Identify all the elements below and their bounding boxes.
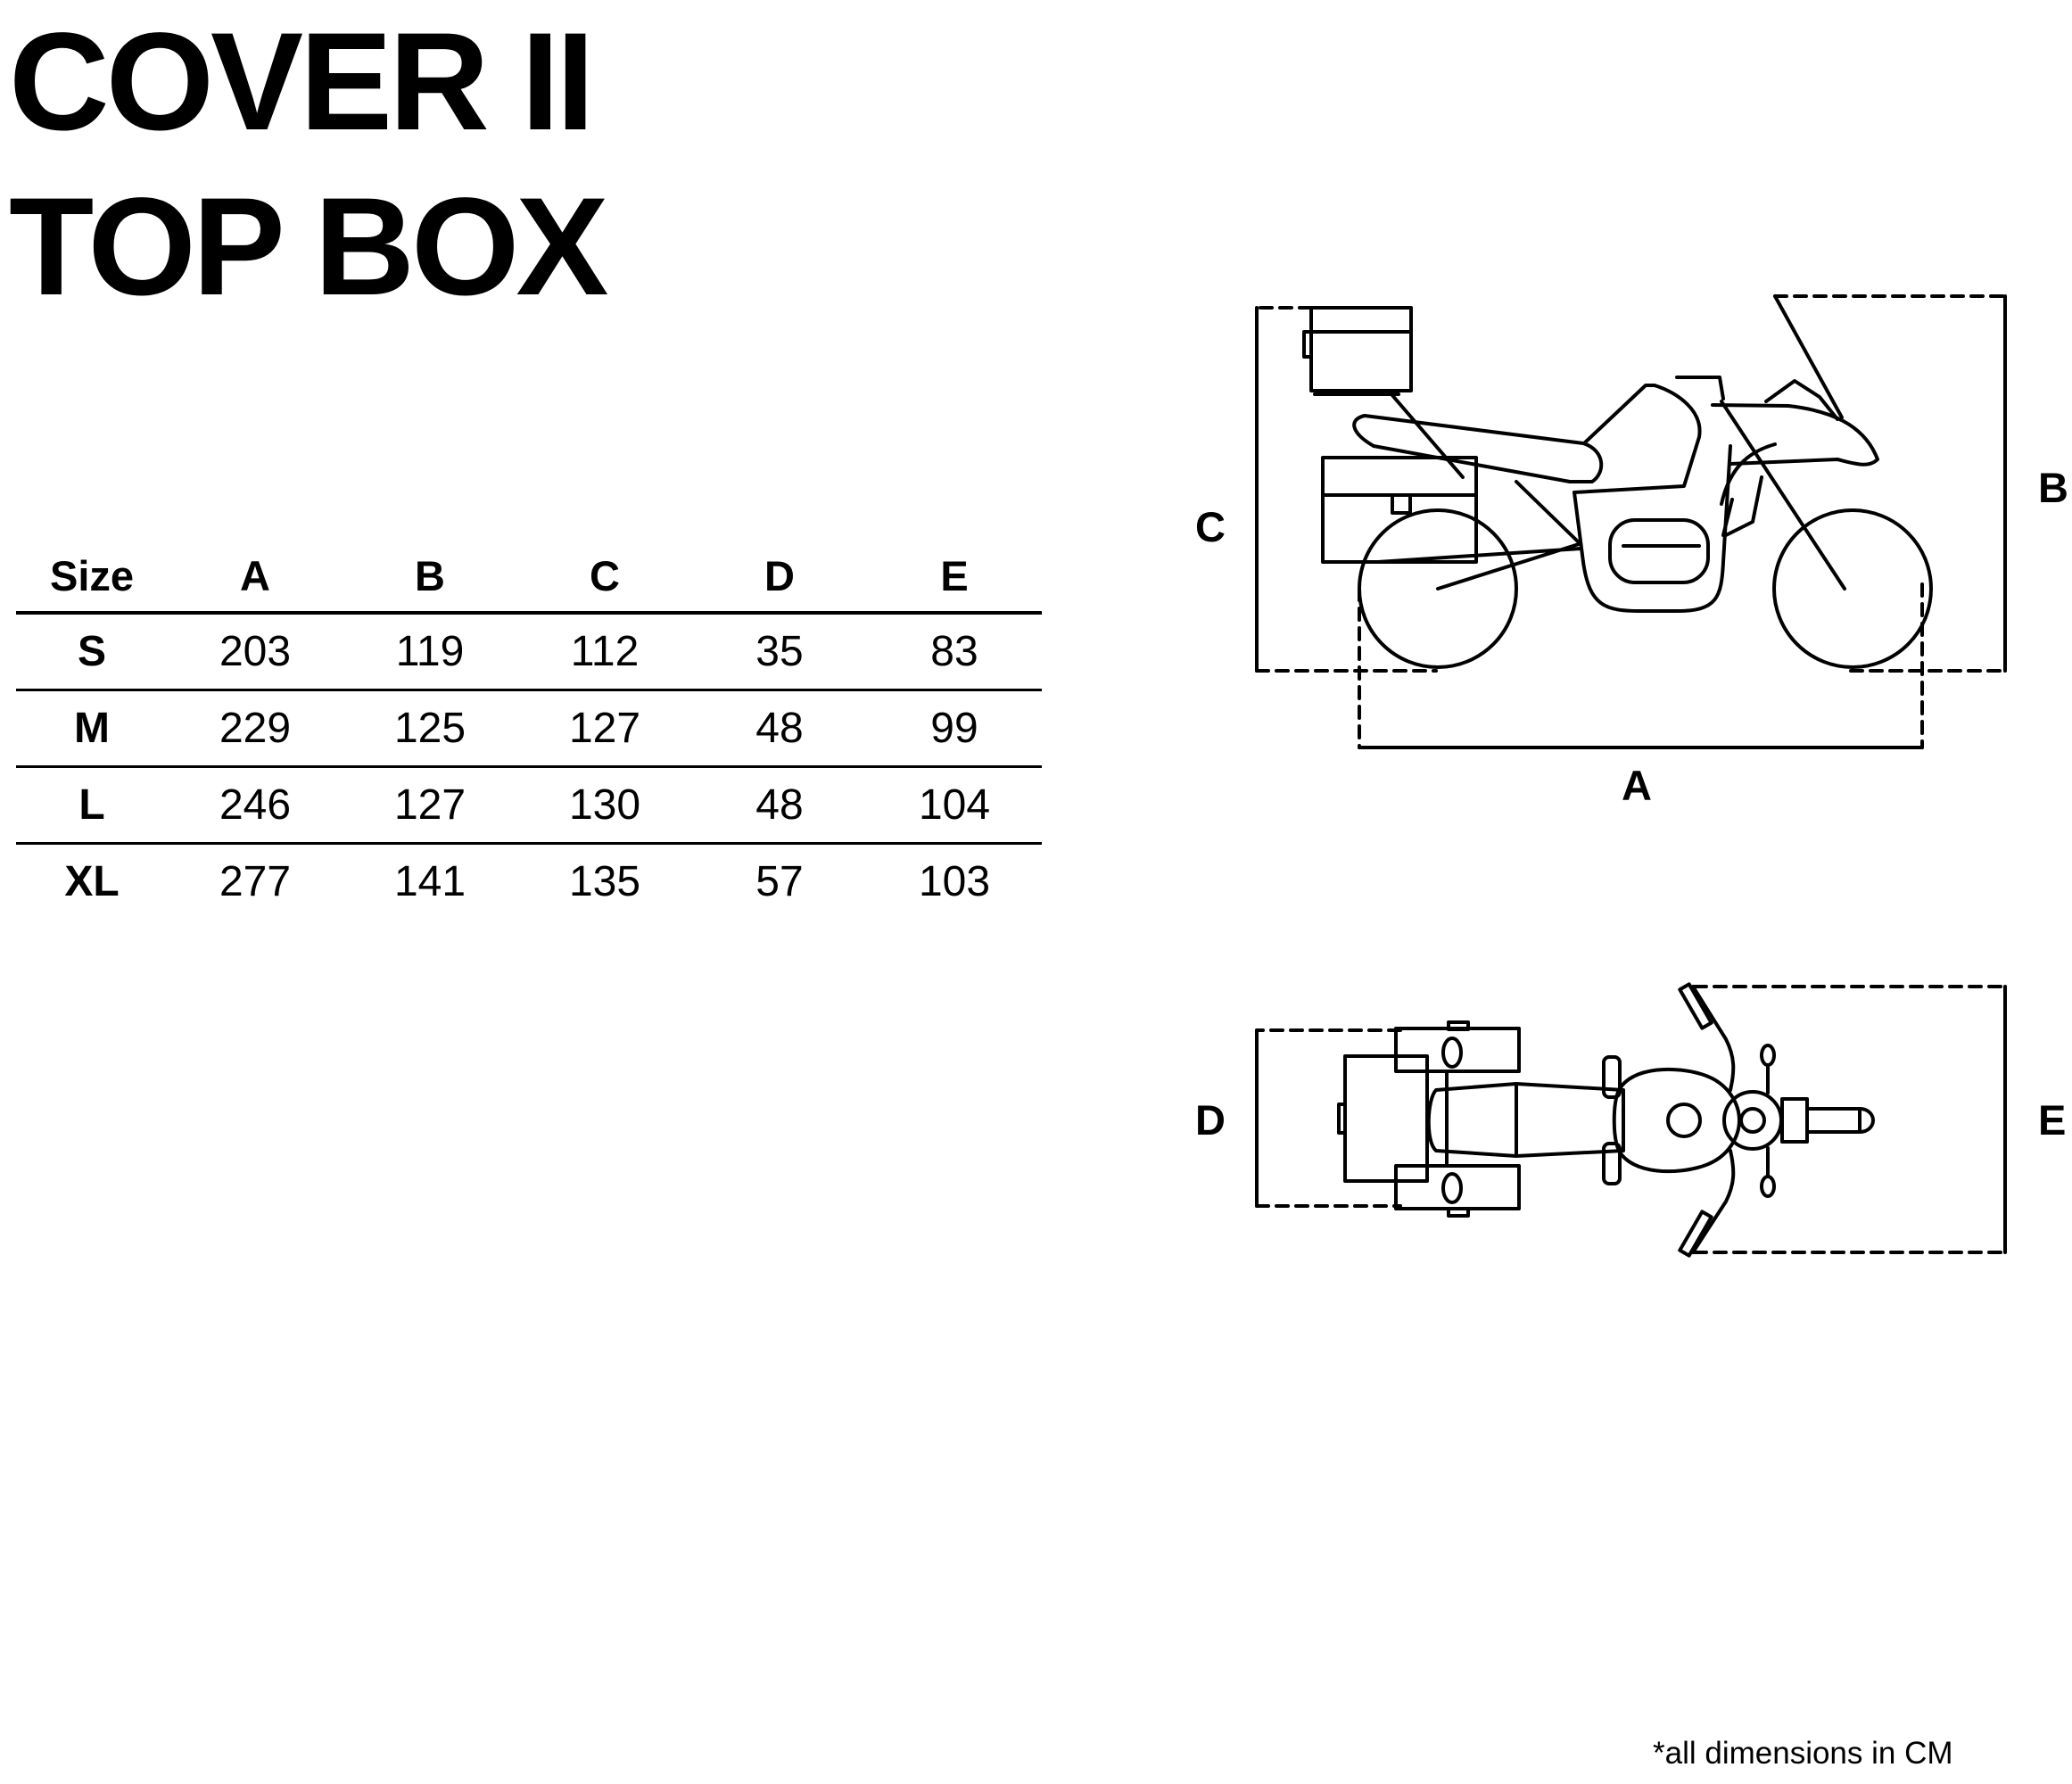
dimensions-footnote: *all dimensions in CM (1653, 1736, 1953, 1771)
label-c: C (1195, 503, 1226, 550)
dimension-a-frame (1358, 582, 1924, 749)
table-cell: 99 (867, 690, 1042, 768)
row-size: L (16, 766, 168, 845)
table-header-row: Size A B C D E (16, 540, 1042, 615)
header-c: C (517, 540, 692, 615)
front-fender-icon (1711, 403, 1879, 467)
table-cell: 229 (168, 690, 343, 768)
table-cell: 135 (568, 858, 641, 905)
label-d: D (1195, 1096, 1226, 1144)
table-row: S 203 119 112 35 83 (16, 613, 1042, 691)
table-row: L 246 127 130 48 104 (16, 766, 1042, 845)
table-cell: 104 (867, 766, 1042, 845)
table-cell: 203 (168, 613, 343, 691)
pannier-icon (1321, 456, 1478, 564)
rear-wheel-icon (1358, 508, 1518, 669)
dimension-d-frame (1255, 1028, 1402, 1208)
header-e: E (867, 540, 1042, 615)
top-box-top-icon (1343, 1054, 1429, 1183)
headlight-icon (1722, 1090, 1783, 1151)
header-size: Size (16, 540, 168, 615)
page-title: COVER II TOP BOX (9, 0, 608, 330)
label-a: A (1622, 762, 1652, 809)
dimension-b-frame (1773, 294, 2007, 673)
row-size: S (16, 613, 168, 691)
title-line-2: TOP BOX (9, 169, 608, 325)
front-wheel-icon (1772, 508, 1933, 669)
front-fork-icon (1773, 294, 1844, 419)
table-cell: 119 (343, 613, 517, 691)
table-row: M 229 125 127 48 99 (16, 690, 1042, 768)
table-cell: 35 (692, 613, 867, 691)
table-cell: 277 (219, 858, 292, 905)
label-b: B (2038, 464, 2068, 511)
fuel-tank-icon (1573, 384, 1702, 494)
top-box-icon (1309, 306, 1413, 392)
engine-icon (1573, 444, 1732, 613)
fuel-tank-top-icon (1612, 1067, 1741, 1174)
right-pannier-icon (1394, 1164, 1521, 1210)
label-e: E (2038, 1096, 2066, 1144)
table-cell: 112 (517, 613, 692, 691)
seat-icon (1352, 414, 1604, 483)
top-view (1255, 982, 2007, 1258)
table-cell: 57 (755, 858, 804, 905)
table-cell: 83 (867, 613, 1042, 691)
table-cell: 130 (517, 766, 692, 845)
table-cell: 127 (517, 690, 692, 768)
table-row: XL 277 141 135 57 103 (16, 844, 1042, 920)
header-b: B (343, 540, 517, 615)
seat-top-icon (1426, 1082, 1625, 1158)
dimension-c-frame (1255, 306, 1438, 673)
row-size: M (16, 690, 168, 768)
header-d: D (692, 540, 867, 615)
table-cell: 103 (918, 858, 991, 905)
header-a: A (168, 540, 343, 615)
table-cell: 141 (393, 858, 466, 905)
table-cell: 127 (343, 766, 517, 845)
dimension-e-frame (1693, 985, 2007, 1254)
title-line-1: COVER II (9, 4, 595, 160)
table-cell: 48 (692, 766, 867, 845)
table-cell: 125 (343, 690, 517, 768)
size-table: Size A B C D E S 203 119 112 35 83 M 229… (16, 540, 1042, 919)
table-cell: 48 (692, 690, 867, 768)
handlebar-icon (1691, 985, 1736, 1254)
row-size: XL (64, 858, 120, 905)
table-cell: 246 (168, 766, 343, 845)
side-view (1255, 294, 2007, 749)
